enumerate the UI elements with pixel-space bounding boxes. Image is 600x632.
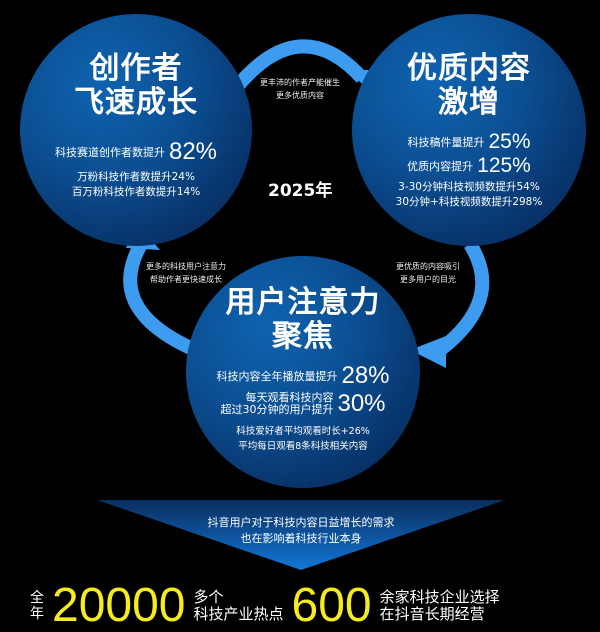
content-title-line1: 优质内容	[407, 51, 531, 86]
desc-line: 余家科技企业选择	[379, 588, 500, 606]
funnel-line2: 也在影响着科技行业本身	[240, 532, 362, 545]
stat-label: 超过30分钟的用户提升	[220, 403, 334, 416]
arrow-right-label: 更优质的内容吸引 更多用户的目光	[378, 260, 478, 286]
arrow-top-label: 更丰沛的作者产能催生 更多优质内容	[250, 76, 350, 102]
attention-stat: 科技内容全年播放量提升 28%	[186, 362, 420, 390]
center-year: 2025年	[268, 181, 333, 201]
arrow-right-line1: 更优质的内容吸引	[396, 262, 460, 271]
stat-label: 科技赛道创作者数提升	[54, 146, 165, 159]
funnel-line1: 抖音用户对于科技内容日益增长的需求	[207, 516, 395, 529]
creators-detail: 万粉科技作者数提升24%	[77, 171, 195, 183]
summary-desc-companies: 余家科技企业选择 在抖音长期经营	[380, 589, 500, 623]
content-detail: 3-30分钟科技视频数提升54%	[398, 181, 540, 193]
summary-number-hotspots: 20000	[52, 579, 186, 632]
prefix-char: 年	[30, 606, 44, 622]
summary-prefix: 全 年	[30, 590, 46, 622]
content-stat: 科技稿件量提升 25%	[352, 130, 586, 154]
stat-value: 30%	[337, 390, 386, 417]
arrow-left-line2: 帮助作者更快速成长	[150, 275, 222, 284]
summary-number-companies: 600	[291, 579, 372, 632]
arrow-top-line1: 更丰沛的作者产能催生	[260, 78, 340, 87]
stat-label: 优质内容提升	[407, 160, 474, 173]
desc-line: 多个	[193, 588, 224, 606]
creators-stat: 科技赛道创作者数提升 82%	[20, 138, 252, 166]
arrow-left-label: 更多的科技用户注意力 帮助作者更快速成长	[136, 260, 236, 286]
stat-value: 25%	[488, 130, 531, 153]
arrow-top-line2: 更多优质内容	[276, 91, 324, 100]
circle-creators: 创作者 飞速成长 科技赛道创作者数提升 82% 万粉科技作者数提升24% 百万粉…	[20, 14, 252, 246]
desc-line: 在抖音长期经营	[379, 605, 485, 623]
stat-value: 82%	[168, 138, 218, 165]
stat-label: 科技稿件量提升	[407, 136, 485, 149]
prefix-char: 全	[30, 590, 44, 606]
stat-label: 每天观看科技内容	[245, 391, 334, 404]
desc-line: 科技产业热点	[193, 605, 284, 623]
summary-desc-hotspots: 多个 科技产业热点	[193, 589, 283, 623]
funnel-text: 抖音用户对于科技内容日益增长的需求 也在影响着科技行业本身	[97, 515, 505, 547]
content-title-line2: 激增	[438, 85, 500, 120]
arrow-left-line1: 更多的科技用户注意力	[146, 262, 226, 271]
creators-title-line1: 创作者	[89, 51, 183, 86]
content-stat: 优质内容提升 125%	[352, 154, 586, 178]
stat-value: 125%	[477, 154, 531, 177]
stat-label: 科技内容全年播放量提升	[216, 370, 338, 383]
attention-stat: 每天观看科技内容 超过30分钟的用户提升 30%	[186, 390, 420, 418]
creators-detail: 百万粉科技作者数提升14%	[71, 186, 201, 198]
circle-content: 优质内容 激增 科技稿件量提升 25% 优质内容提升 125% 3-30分钟科技…	[352, 14, 586, 246]
content-detail: 30分钟+科技视频数提升298%	[395, 196, 543, 208]
attention-title-line1: 用户注意力	[225, 285, 381, 320]
circle-attention: 用户注意力 聚焦 科技内容全年播放量提升 28% 每天观看科技内容 超过30分钟…	[186, 256, 420, 488]
attention-detail: 平均每日观看8条科技相关内容	[238, 441, 368, 452]
arrow-right-line2: 更多用户的目光	[400, 275, 456, 284]
summary-bar: 全 年 20000 多个 科技产业热点 600 余家科技企业选择 在抖音长期经营	[30, 582, 500, 630]
attention-title-line2: 聚焦	[272, 319, 334, 354]
stat-value: 28%	[341, 362, 390, 389]
creators-title-line2: 飞速成长	[74, 85, 198, 120]
attention-detail: 科技爱好者平均观看时长+26%	[236, 426, 370, 437]
